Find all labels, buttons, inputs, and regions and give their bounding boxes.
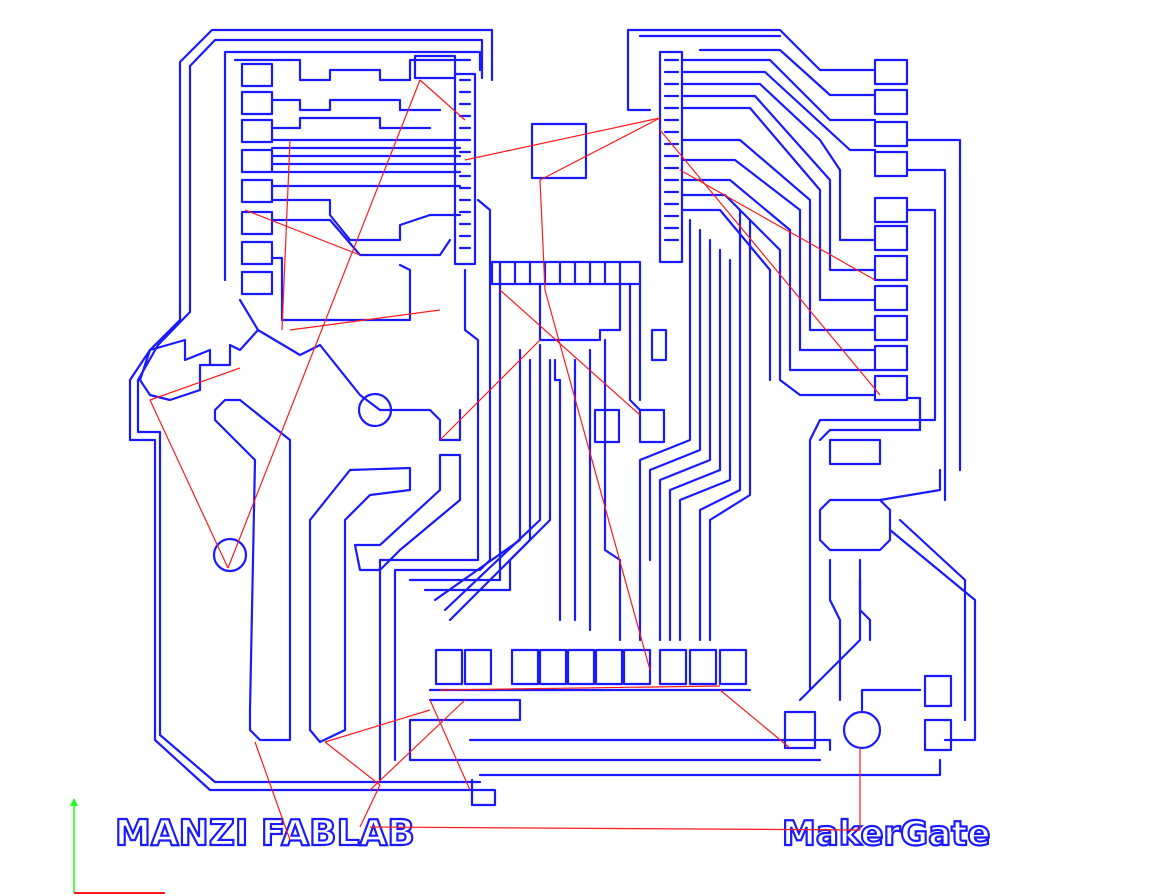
right-pad-column bbox=[873, 58, 909, 402]
left-ic-pins bbox=[413, 54, 477, 266]
left-routing-b bbox=[256, 328, 462, 442]
right-pad-group bbox=[828, 438, 882, 466]
label-left: MANZI FABLAB bbox=[115, 813, 415, 854]
right-board-outline bbox=[626, 28, 877, 112]
right-ic bbox=[658, 50, 684, 264]
left-bus-traces bbox=[223, 50, 482, 322]
left-pad-column bbox=[240, 62, 274, 296]
mounting-hole-left bbox=[212, 537, 248, 573]
bottom-pad-row bbox=[408, 648, 942, 777]
xy-axis-icon bbox=[70, 798, 165, 894]
center-chip-pad bbox=[530, 122, 588, 180]
via-pad-1 bbox=[357, 392, 393, 428]
curved-trace-2 bbox=[353, 453, 462, 572]
mounting-hole-right bbox=[842, 710, 882, 750]
right-lower-routing bbox=[638, 208, 977, 752]
center-connector bbox=[490, 122, 668, 642]
left-routing-a bbox=[138, 298, 260, 402]
curved-trace bbox=[308, 466, 412, 744]
rapid-moves bbox=[149, 79, 881, 841]
center-vertical-bus bbox=[378, 198, 552, 782]
right-fanout-traces bbox=[680, 58, 962, 692]
label-right: MakerGate bbox=[782, 814, 990, 854]
diagonal-trace-left bbox=[213, 398, 292, 742]
left-board-outline bbox=[128, 28, 497, 807]
left-board-outline-inner bbox=[136, 38, 484, 784]
